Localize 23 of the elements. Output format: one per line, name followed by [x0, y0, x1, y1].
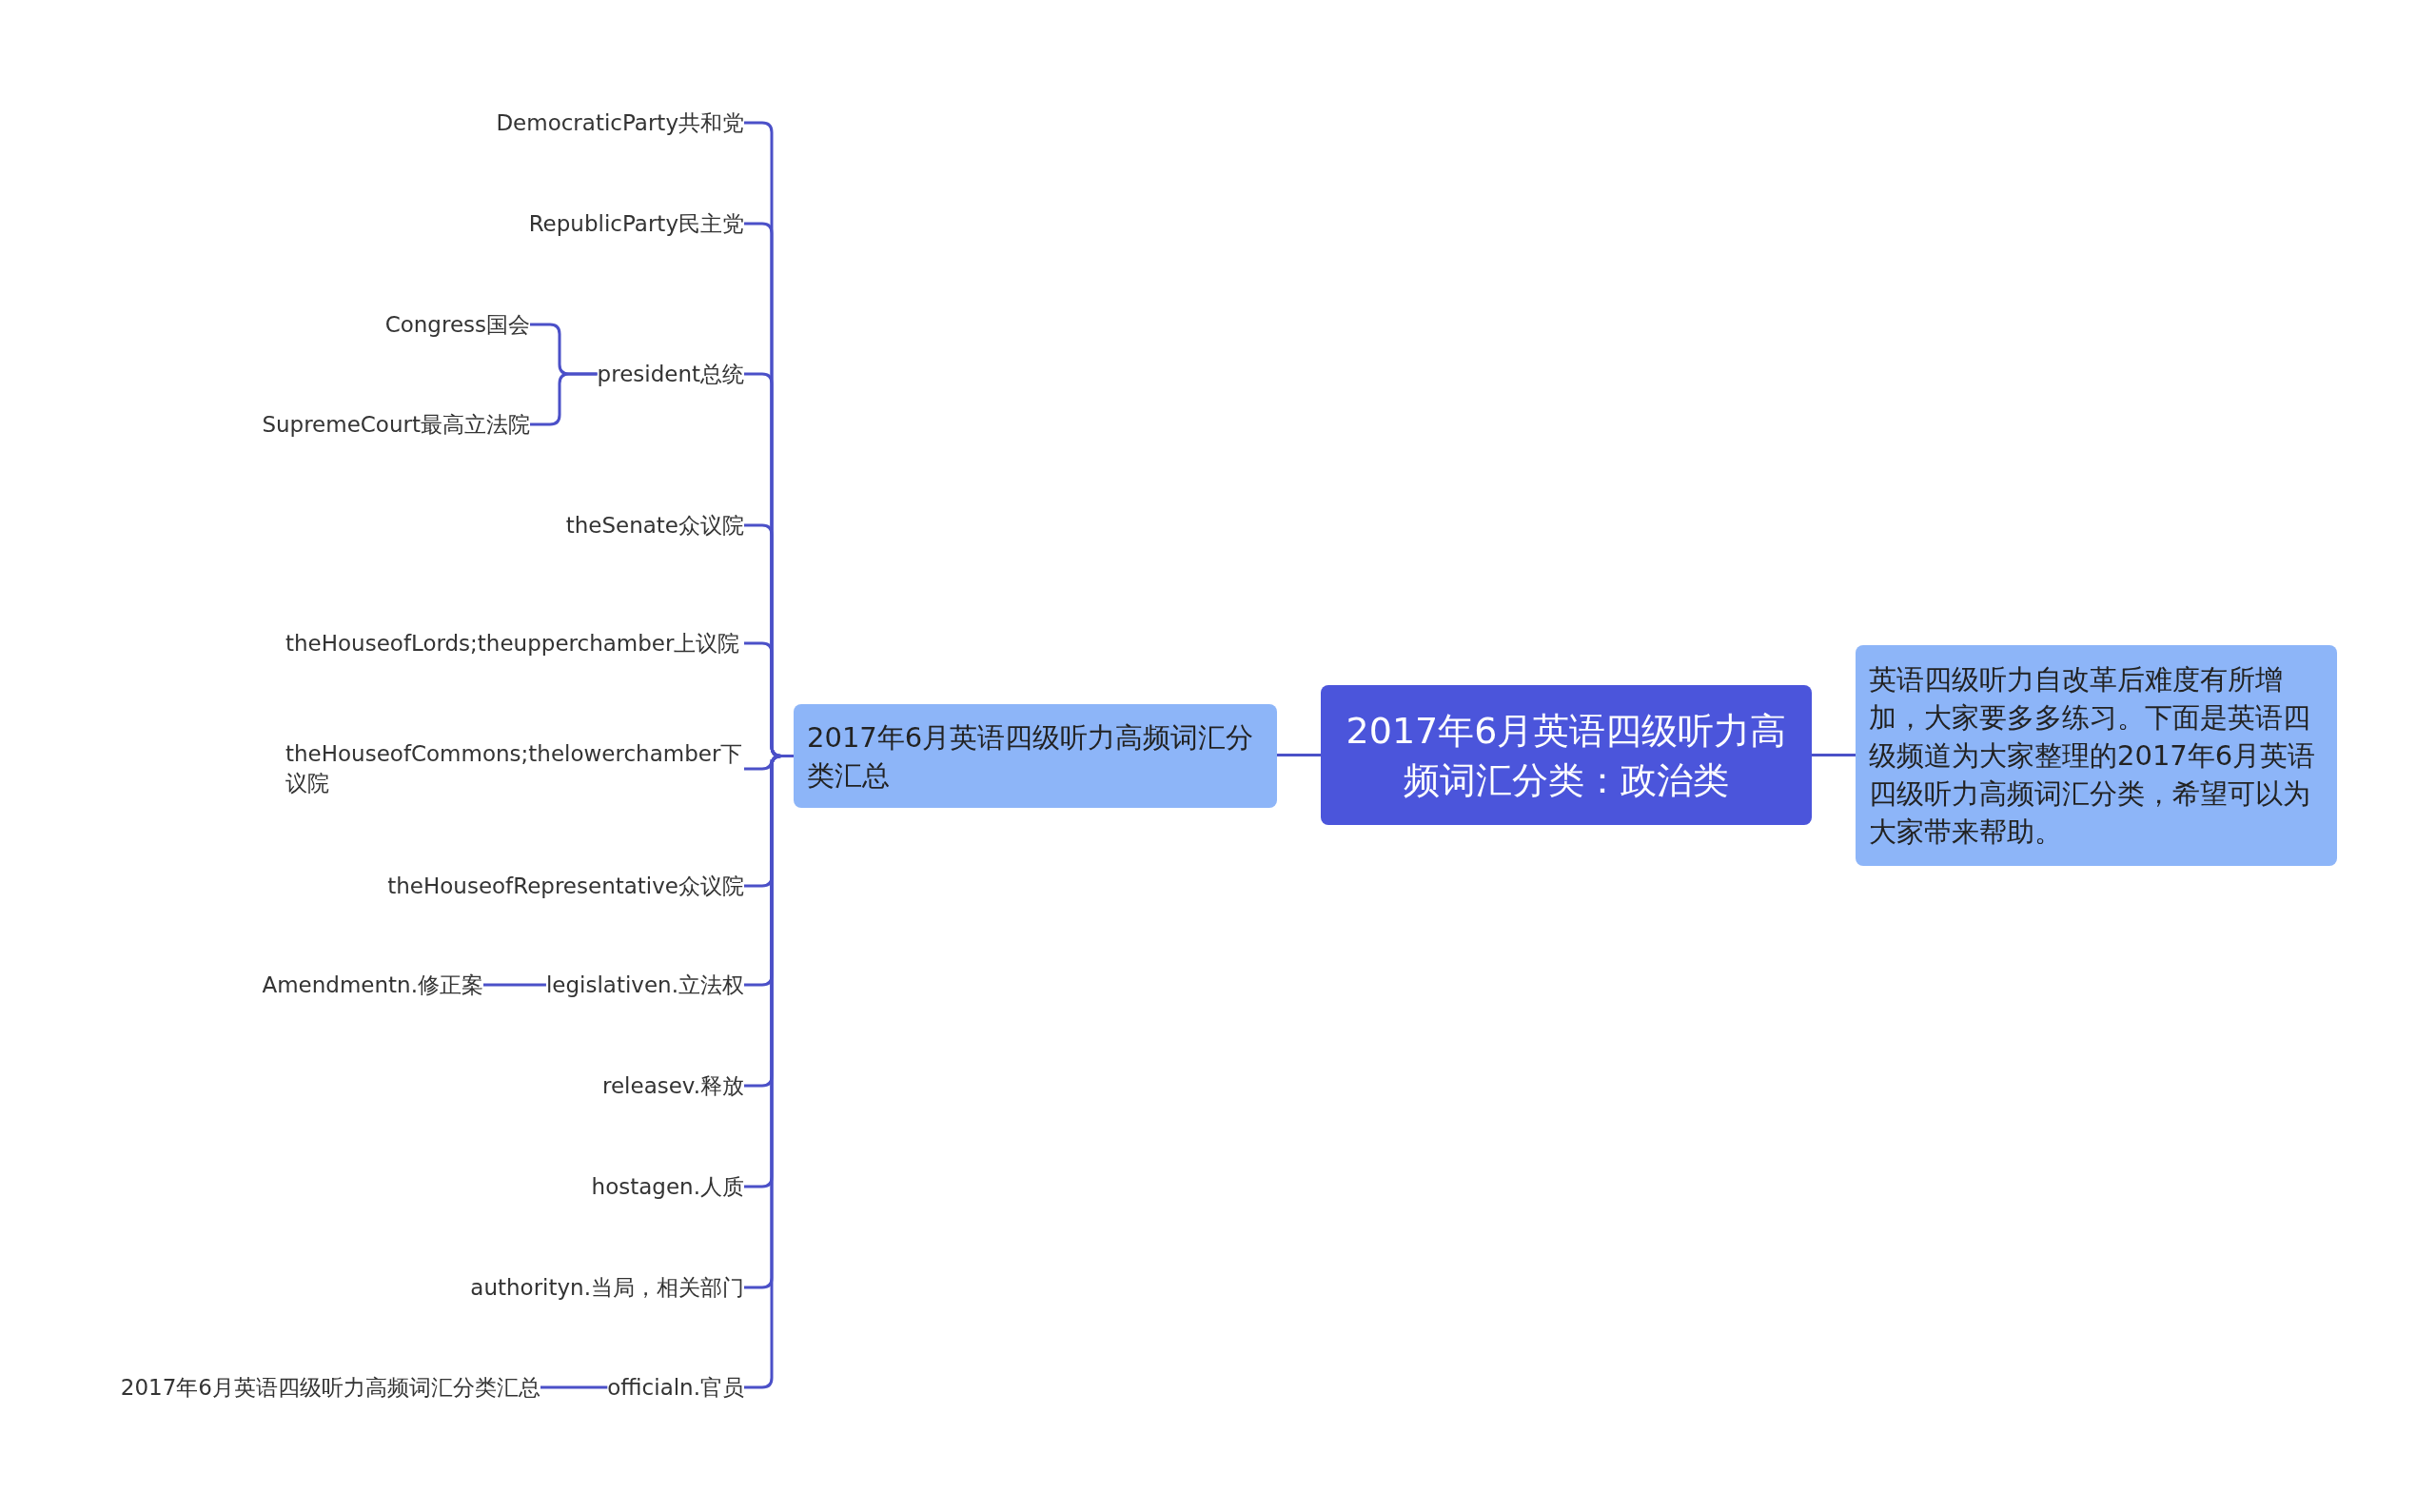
topic-text: DemocraticParty共和党	[496, 108, 744, 138]
topic-text: legislativen.立法权	[545, 970, 744, 1000]
topic-text: theHouseofCommons;thelowerchamber下议院	[285, 739, 744, 798]
connector-line	[483, 983, 546, 987]
connector-line	[540, 1385, 608, 1389]
connector-line	[1812, 754, 1856, 756]
topic-text: SupremeCourt最高立法院	[262, 409, 530, 440]
topic-text: Amendmentn.修正案	[262, 970, 483, 1000]
topic-text: 2017年6月英语四级听力高频词汇分类汇总	[120, 1372, 540, 1403]
topic-text: authorityn.当局，相关部门	[470, 1272, 744, 1303]
topic-text: president总统	[597, 359, 744, 389]
topic-text: officialn.官员	[607, 1372, 744, 1403]
topic-text: releasev.释放	[602, 1070, 744, 1101]
note-box: 英语四级听力自改革后难度有所增加，大家要多多练习。下面是英语四级频道为大家整理的2017年6月英语四级听力高频词汇分类，希望可以为大家带来帮助。	[1856, 645, 2337, 866]
topic-text: RepublicParty民主党	[528, 208, 744, 239]
topic-text: hostagen.人质	[591, 1171, 744, 1202]
connector-line	[1277, 754, 1321, 756]
topic-text: Congress国会	[384, 309, 530, 340]
topic-box: 2017年6月英语四级听力高频词汇分类汇总	[794, 704, 1277, 808]
root-topic-box: 2017年6月英语四级听力高频词汇分类：政治类	[1321, 685, 1812, 825]
topic-text: theHouseofLords;theupperchamber上议院	[285, 628, 744, 658]
topic-text: theSenate众议院	[565, 510, 744, 540]
topic-text: theHouseofRepresentative众议院	[387, 871, 744, 901]
